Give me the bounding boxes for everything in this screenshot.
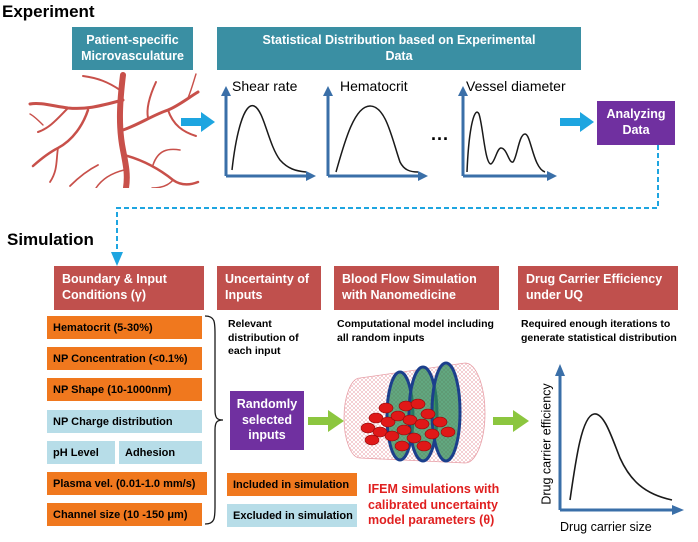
legend-included: Included in simulation	[227, 473, 357, 496]
arrow-right-icon	[493, 410, 529, 432]
drug-efficiency-header: Drug Carrier Efficiency under UQ	[518, 266, 678, 310]
experiment-title: Experiment	[2, 2, 95, 21]
boundary-input-header: Boundary & Input Conditions (γ)	[54, 266, 204, 310]
input-np-charge: NP Charge distribution	[47, 410, 202, 433]
input-ph-level: pH Level	[47, 441, 115, 464]
result-y-axis-label: Drug carrier efficiency	[539, 383, 554, 505]
hematocrit-distribution-plot	[323, 86, 428, 181]
feedback-dashed-arrow	[111, 145, 659, 266]
graph-label-vessel-diameter: Vessel diameter	[466, 78, 566, 94]
arrow-right-icon	[308, 410, 344, 432]
legend-excluded: Excluded in simulation	[227, 504, 357, 527]
microvasculature-label: Patient-specific Microvasculature	[72, 27, 193, 70]
microvasculature-image	[28, 72, 200, 188]
vessel-diameter-distribution-plot	[458, 86, 557, 181]
shear-rate-distribution-plot	[221, 86, 316, 181]
statistical-distribution-label: Statistical Distribution based on Experi…	[217, 27, 581, 70]
graph-label-shear-rate: Shear rate	[232, 78, 298, 94]
drug-description: Required enough iterations to generate s…	[521, 318, 677, 344]
arrow-right-icon	[181, 112, 215, 132]
result-x-axis-label: Drug carrier size	[560, 520, 652, 534]
graph-label-hematocrit: Hematocrit	[340, 78, 408, 94]
input-np-concentration: NP Concentration (<0.1%)	[47, 347, 202, 370]
ellipsis: ...	[431, 124, 450, 144]
ifem-note: IFEM simulations with calibrated uncerta…	[368, 482, 500, 528]
input-plasma-velocity: Plasma vel. (0.01-1.0 mm/s)	[47, 472, 207, 495]
brace-icon	[204, 315, 224, 525]
analyzing-data-box: Analyzing Data	[597, 101, 675, 145]
simulation-title: Simulation	[7, 230, 94, 249]
arrow-right-icon	[560, 112, 594, 132]
input-adhesion: Adhesion	[119, 441, 202, 464]
input-channel-size: Channel size (10 -150 μm)	[47, 503, 202, 526]
input-hematocrit: Hematocrit (5-30%)	[47, 316, 202, 339]
uncertainty-header: Uncertainty of Inputs	[217, 266, 321, 310]
randomly-selected-inputs-box: Randomly selected inputs	[230, 391, 304, 450]
blood-flow-simulation-image	[343, 361, 486, 464]
bloodflow-header: Blood Flow Simulation with Nanomedicine	[334, 266, 499, 310]
bloodflow-description: Computational model including all random…	[337, 318, 494, 344]
input-np-shape: NP Shape (10-1000nm)	[47, 378, 202, 401]
drug-efficiency-result-plot	[555, 364, 684, 515]
uncertainty-description: Relevant distribution of each input	[228, 318, 299, 358]
